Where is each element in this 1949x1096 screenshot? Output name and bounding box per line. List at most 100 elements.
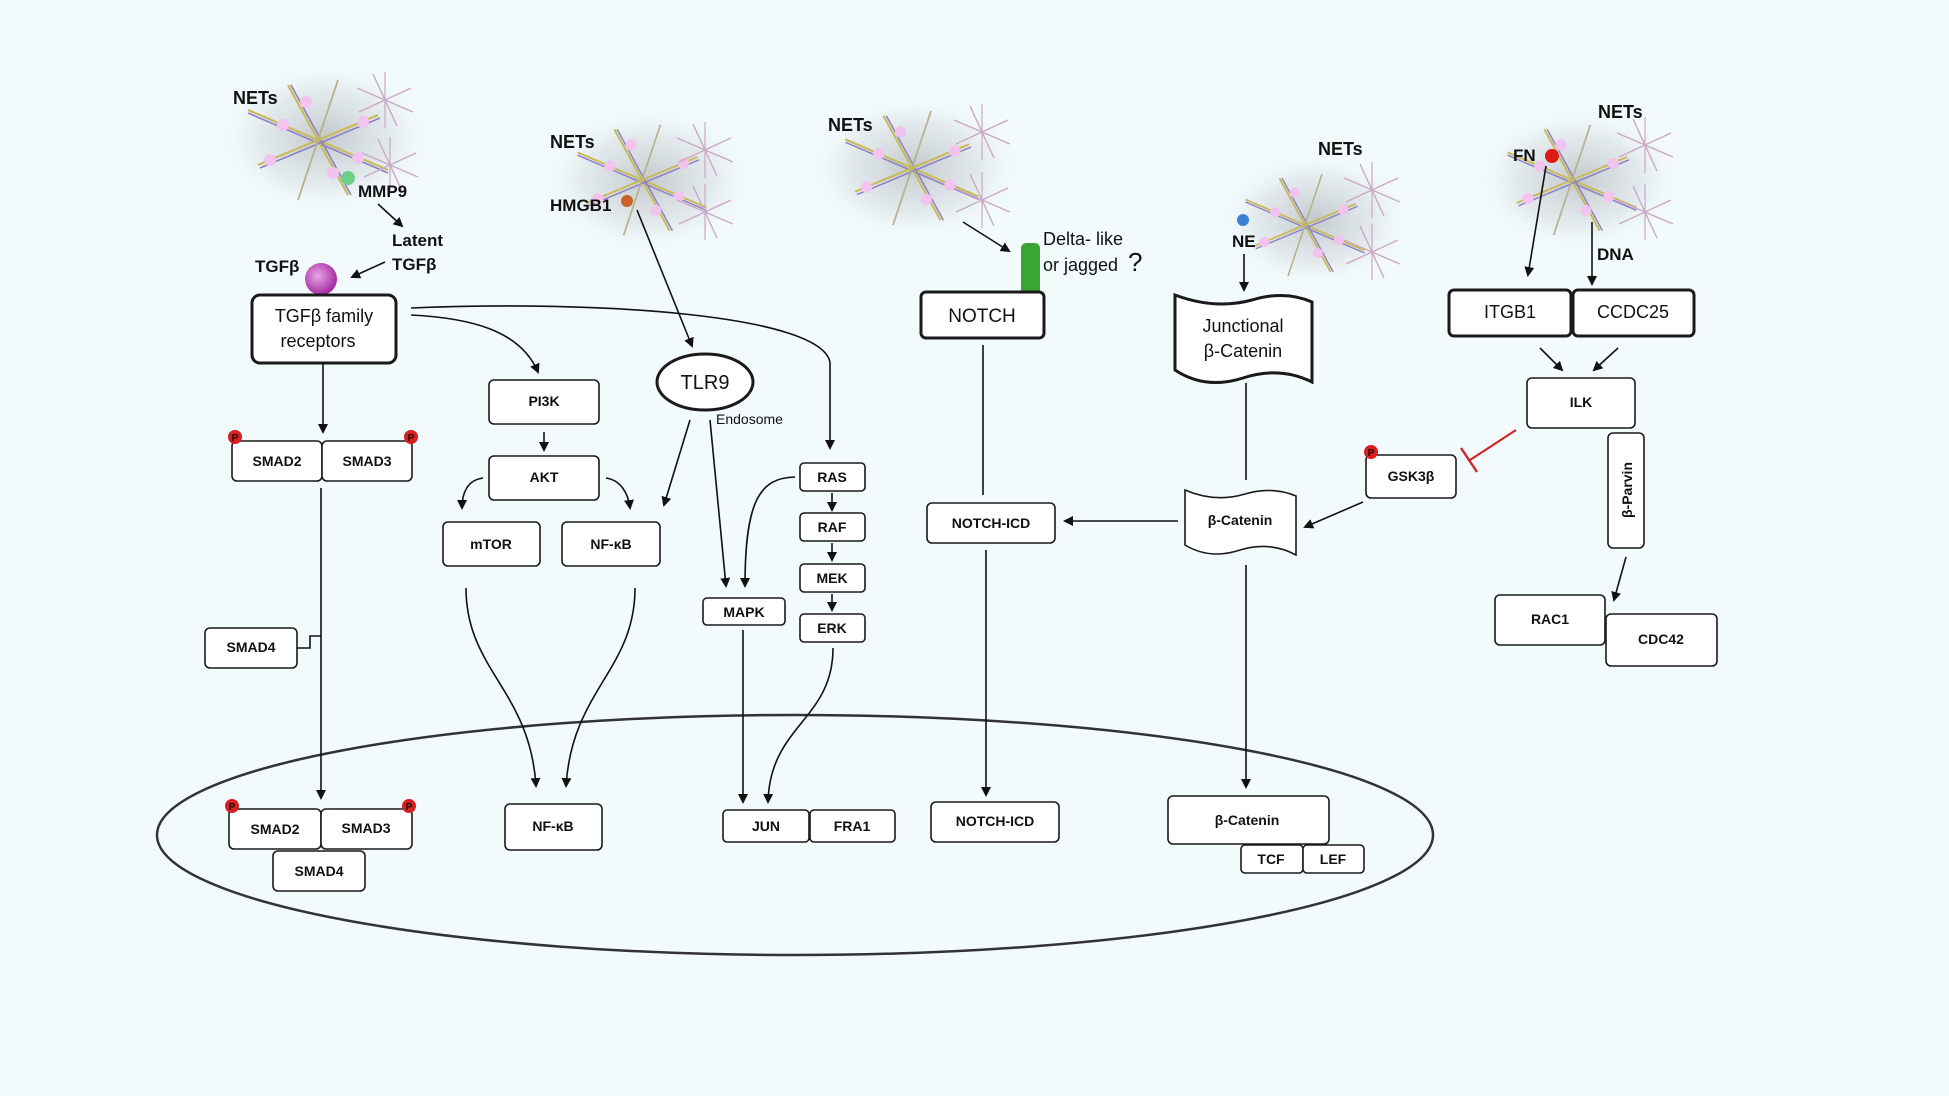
net-cluster-tgfb bbox=[215, 60, 435, 216]
tgfb-receptor-label-1: TGFβ family bbox=[275, 306, 373, 326]
phospho-icon: P bbox=[225, 799, 239, 813]
gsk3b-box bbox=[1365, 454, 1457, 499]
ras-box bbox=[799, 462, 866, 492]
smad2-nuc-label: SMAD2 bbox=[250, 821, 299, 837]
tlr9-receptor bbox=[655, 352, 755, 412]
dna-label: DNA bbox=[1597, 245, 1634, 264]
net-cluster-ilk bbox=[1473, 106, 1683, 254]
ras-label: RAS bbox=[817, 469, 847, 485]
rac1-box bbox=[1494, 594, 1606, 646]
ligand-label-2: or jagged bbox=[1043, 255, 1118, 275]
ilk-box bbox=[1526, 377, 1636, 429]
pi3k-box bbox=[488, 379, 600, 425]
notch-receptor-label: NOTCH bbox=[948, 306, 1016, 327]
ligand-label-1: Delta- like bbox=[1043, 229, 1123, 249]
phospho-icon: P bbox=[402, 799, 416, 813]
net-cluster-catenin bbox=[1217, 150, 1413, 290]
notch-ligand-bar bbox=[1021, 243, 1040, 299]
itgb1-box bbox=[1447, 288, 1573, 338]
svg-text:P: P bbox=[229, 802, 236, 813]
nets-label-notch: NETs bbox=[828, 115, 873, 135]
notch-icd-cyto-box bbox=[926, 502, 1056, 544]
nets-label-tlr9: NETs bbox=[550, 132, 595, 152]
phospho-icon: P bbox=[1364, 445, 1378, 459]
gsk3b-label: GSK3β bbox=[1388, 468, 1435, 484]
tgfb-ligand bbox=[305, 263, 337, 295]
lef-label: LEF bbox=[1320, 851, 1347, 867]
mtor-label: mTOR bbox=[470, 536, 512, 552]
nets-label-catenin: NETs bbox=[1318, 139, 1363, 159]
latent-tgfb-label-2: TGFβ bbox=[392, 255, 436, 274]
hmgb1-label: HMGB1 bbox=[550, 196, 611, 215]
erk-label: ERK bbox=[817, 620, 847, 636]
tcf-label: TCF bbox=[1257, 851, 1285, 867]
junctional-catenin-label-2: β-Catenin bbox=[1204, 341, 1282, 361]
phospho-icon: P bbox=[404, 430, 418, 444]
catenin-cyto-box bbox=[1184, 488, 1297, 557]
nfkb-nuc-label: NF-κB bbox=[532, 818, 573, 834]
nets-label-ilk: NETs bbox=[1598, 102, 1643, 122]
tlr9-label: TLR9 bbox=[681, 372, 730, 394]
tgfb-receptor-label-2: receptors bbox=[280, 331, 355, 351]
svg-text:P: P bbox=[406, 802, 413, 813]
cdc42-label: CDC42 bbox=[1638, 631, 1684, 647]
ccdc25-box bbox=[1571, 288, 1696, 338]
mek-label: MEK bbox=[816, 570, 847, 586]
mmp9-label: MMP9 bbox=[358, 182, 407, 201]
itgb1-label: ITGB1 bbox=[1484, 302, 1536, 322]
mapk-box bbox=[702, 597, 786, 626]
smad3-cyto-box bbox=[321, 440, 413, 482]
smad4-nuc-box bbox=[272, 850, 366, 892]
question-mark: ? bbox=[1128, 247, 1142, 277]
latent-tgfb-label-1: Latent bbox=[392, 231, 443, 250]
akt-box bbox=[488, 455, 600, 501]
ne-dot bbox=[1237, 214, 1249, 226]
fra1-box bbox=[809, 809, 896, 843]
fn-dot bbox=[1545, 149, 1559, 163]
smad3-nuc-box bbox=[320, 808, 413, 850]
junctional-catenin-label-1: Junctional bbox=[1202, 316, 1283, 336]
junctional-catenin-box bbox=[1173, 292, 1314, 385]
jun-box bbox=[722, 809, 810, 843]
lef-box bbox=[1302, 844, 1365, 874]
rac1-label: RAC1 bbox=[1531, 611, 1569, 627]
catenin-nuc-label: β-Catenin bbox=[1215, 812, 1280, 828]
mek-box bbox=[799, 563, 866, 593]
svg-text:P: P bbox=[408, 433, 415, 444]
hmgb1-dot bbox=[621, 195, 633, 207]
akt-label: AKT bbox=[530, 469, 559, 485]
smad2-cyto-label: SMAD2 bbox=[252, 453, 301, 469]
ilk-label: ILK bbox=[1570, 394, 1593, 410]
notch-icd-cyto-label: NOTCH-ICD bbox=[952, 515, 1031, 531]
tgfb-receptor-box bbox=[250, 293, 398, 365]
mapk-label: MAPK bbox=[723, 604, 764, 620]
mtor-box bbox=[442, 521, 541, 567]
notch-icd-nuc-label: NOTCH-ICD bbox=[956, 813, 1035, 829]
catenin-nuc-box bbox=[1167, 795, 1330, 845]
svg-text:P: P bbox=[1368, 448, 1375, 459]
endosome-label: Endosome bbox=[716, 411, 783, 427]
net-cluster-tlr9 bbox=[540, 105, 756, 255]
nfkb-cyto-label: NF-κB bbox=[590, 536, 631, 552]
mmp9-dot bbox=[341, 171, 355, 185]
jun-label: JUN bbox=[752, 818, 780, 834]
tgfb-label: TGFβ bbox=[255, 257, 299, 276]
svg-text:P: P bbox=[232, 433, 239, 444]
phospho-icon: P bbox=[228, 430, 242, 444]
ccdc25-label: CCDC25 bbox=[1597, 302, 1669, 322]
ne-label: NE bbox=[1232, 232, 1256, 251]
catenin-cyto-label: β-Catenin bbox=[1208, 512, 1273, 528]
fra1-label: FRA1 bbox=[834, 818, 871, 834]
smad4-cyto-label: SMAD4 bbox=[226, 639, 275, 655]
cdc42-box bbox=[1605, 613, 1718, 667]
smad3-nuc-label: SMAD3 bbox=[341, 820, 390, 836]
erk-box bbox=[799, 613, 866, 643]
smad3-cyto-label: SMAD3 bbox=[342, 453, 391, 469]
nfkb-nuc-box bbox=[504, 803, 603, 851]
fn-label: FN bbox=[1513, 146, 1536, 165]
raf-label: RAF bbox=[818, 519, 847, 535]
net-cluster-notch bbox=[805, 93, 1025, 243]
nucleus-membrane bbox=[155, 713, 1435, 957]
nfkb-cyto-box bbox=[561, 521, 661, 567]
